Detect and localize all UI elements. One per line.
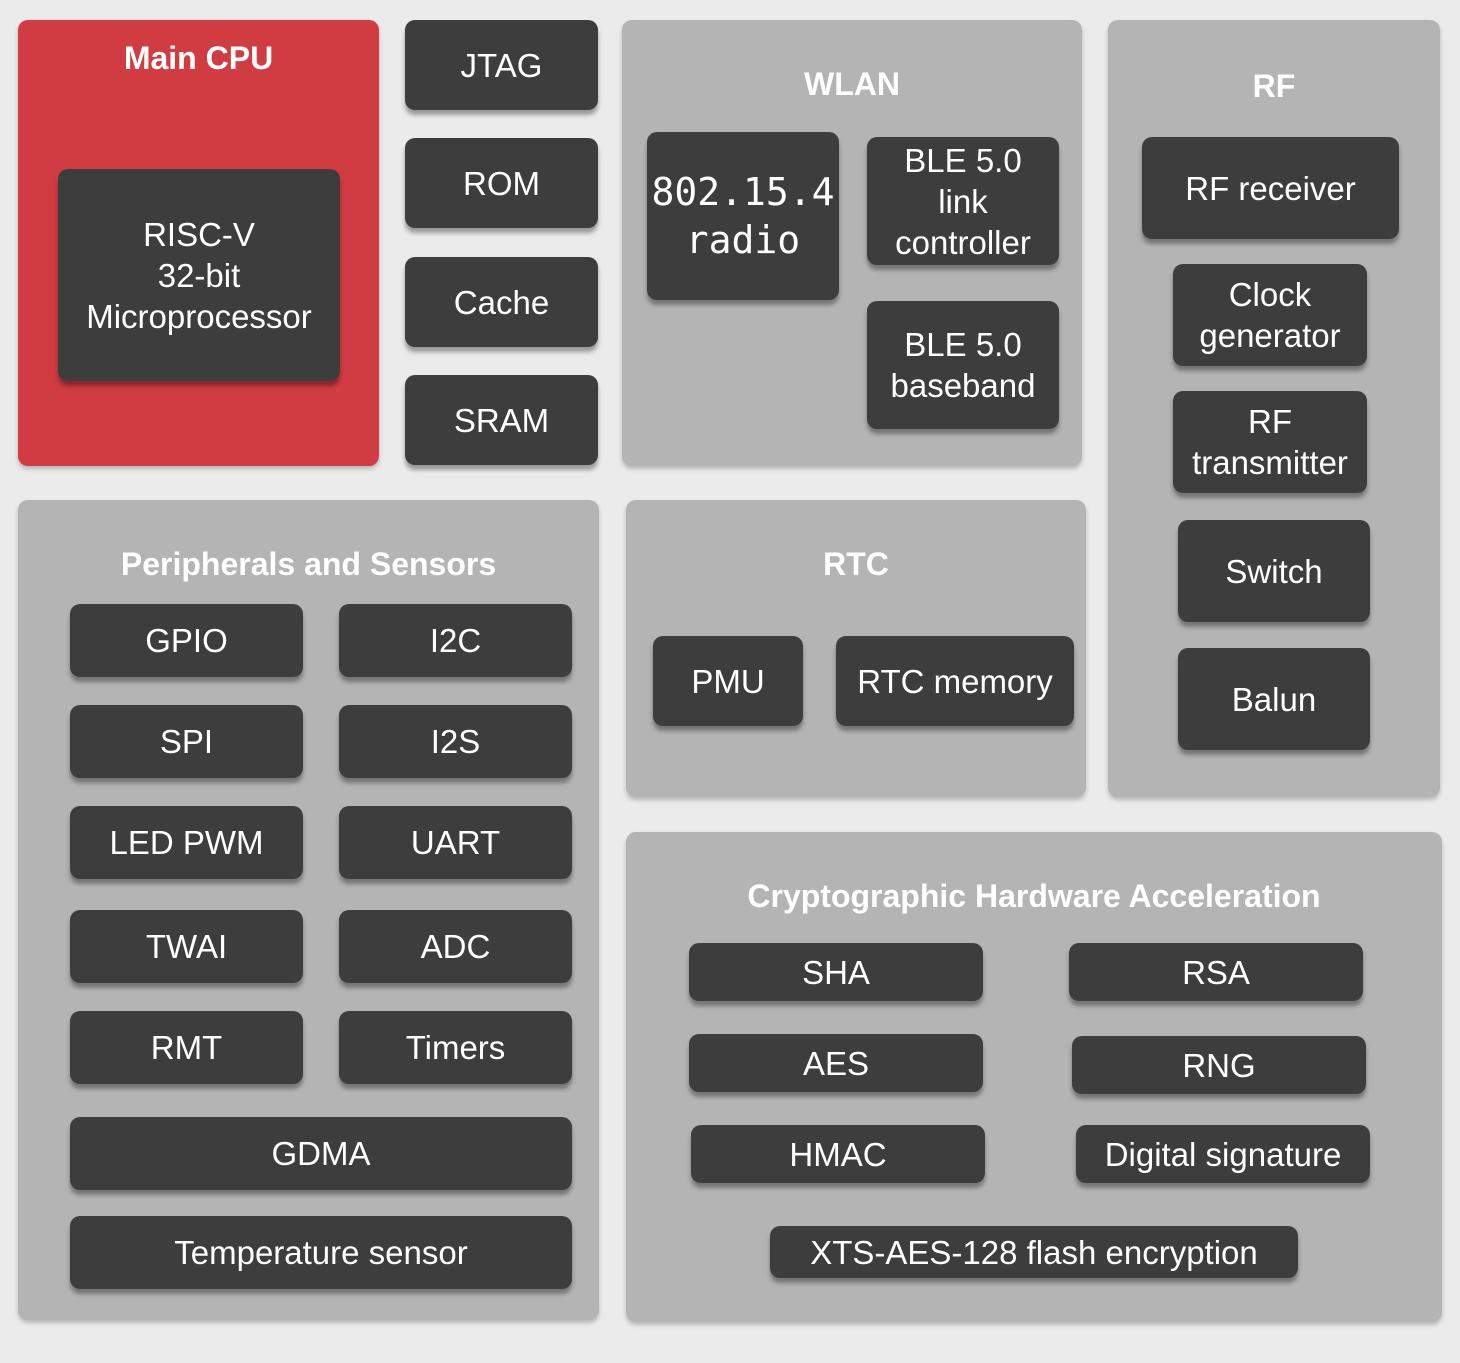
pmu-block: PMU — [653, 636, 803, 726]
rom-block: ROM — [405, 138, 598, 228]
peripherals-title: Peripherals and Sensors — [120, 546, 497, 582]
twai-block: TWAI — [70, 910, 303, 983]
i2c-block: I2C — [339, 604, 572, 677]
aes-block: AES — [689, 1034, 983, 1092]
ble-link-controller-block: BLE 5.0 link controller — [867, 137, 1059, 265]
rng-block: RNG — [1072, 1036, 1366, 1094]
risc-v-microprocessor-block: RISC-V 32-bit Microprocessor — [58, 169, 340, 381]
wlan-panel: WLAN 802.15.4 radio BLE 5.0 link control… — [622, 20, 1082, 466]
led-pwm-block: LED PWM — [70, 806, 303, 879]
radio-802-15-4-block: 802.15.4 radio — [647, 132, 839, 300]
rf-receiver-block: RF receiver — [1142, 137, 1399, 239]
rtc-panel: RTC PMU RTC memory — [626, 500, 1086, 797]
peripherals-panel: Peripherals and Sensors GPIO I2C SPI I2S… — [18, 500, 599, 1320]
ble-baseband-block: BLE 5.0 baseband — [867, 301, 1059, 429]
xts-aes-flash-encryption-block: XTS-AES-128 flash encryption — [770, 1226, 1298, 1278]
rf-title: RF — [1252, 68, 1296, 104]
rtc-memory-block: RTC memory — [836, 636, 1074, 726]
gpio-block: GPIO — [70, 604, 303, 677]
rsa-block: RSA — [1069, 943, 1363, 1001]
crypto-panel: Cryptographic Hardware Acceleration SHA … — [626, 832, 1442, 1322]
switch-block: Switch — [1178, 520, 1370, 622]
rmt-block: RMT — [70, 1011, 303, 1084]
crypto-title: Cryptographic Hardware Acceleration — [747, 878, 1321, 914]
rtc-title: RTC — [823, 546, 889, 582]
main-cpu-panel: Main CPU RISC-V 32-bit Microprocessor — [18, 20, 379, 466]
temperature-sensor-block: Temperature sensor — [70, 1216, 572, 1289]
spi-block: SPI — [70, 705, 303, 778]
sram-block: SRAM — [405, 375, 598, 465]
rf-panel: RF RF receiver Clock generator RF transm… — [1108, 20, 1440, 797]
digital-signature-block: Digital signature — [1076, 1125, 1370, 1183]
main-cpu-title: Main CPU — [123, 40, 274, 76]
sha-block: SHA — [689, 943, 983, 1001]
hmac-block: HMAC — [691, 1125, 985, 1183]
cache-block: Cache — [405, 257, 598, 347]
uart-block: UART — [339, 806, 572, 879]
gdma-block: GDMA — [70, 1117, 572, 1190]
jtag-block: JTAG — [405, 20, 598, 110]
adc-block: ADC — [339, 910, 572, 983]
clock-generator-block: Clock generator — [1173, 264, 1367, 366]
balun-block: Balun — [1178, 648, 1370, 750]
i2s-block: I2S — [339, 705, 572, 778]
rf-transmitter-block: RF transmitter — [1173, 391, 1367, 493]
wlan-title: WLAN — [804, 66, 900, 102]
timers-block: Timers — [339, 1011, 572, 1084]
